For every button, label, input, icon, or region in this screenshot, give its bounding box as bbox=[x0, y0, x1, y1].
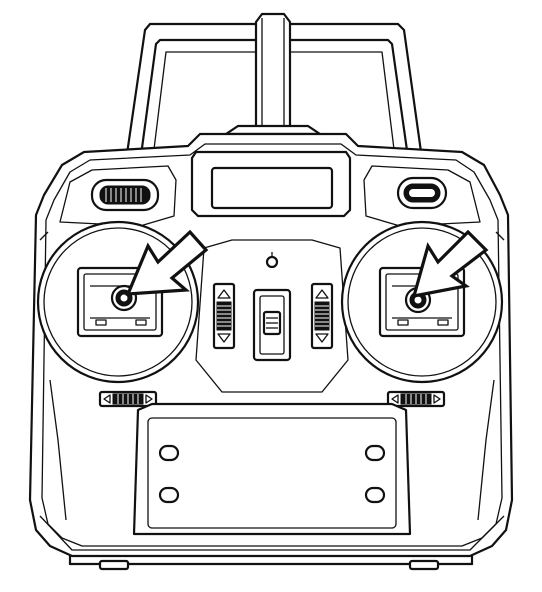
right-vertical-trim bbox=[310, 282, 334, 350]
left-vertical-trim bbox=[212, 282, 236, 350]
antenna bbox=[224, 12, 322, 136]
arrow-pointer-icon bbox=[411, 229, 489, 299]
upper-panel bbox=[59, 150, 481, 227]
right-foot bbox=[408, 559, 440, 571]
left-horizontal-trim bbox=[98, 390, 158, 408]
display-window bbox=[210, 166, 334, 210]
cover-slot-top-right bbox=[364, 444, 386, 462]
right-horizontal-trim bbox=[386, 390, 446, 408]
cover-slot-bottom-right bbox=[364, 486, 386, 504]
center-slide-switch bbox=[252, 288, 292, 362]
status-led bbox=[265, 252, 279, 269]
battery-cover bbox=[132, 402, 412, 536]
cover-slot-top-left bbox=[158, 444, 180, 462]
left-foot bbox=[98, 559, 130, 571]
top-right-button bbox=[396, 176, 448, 210]
cover-slot-bottom-left bbox=[158, 486, 180, 504]
power-switch-grille bbox=[90, 178, 160, 212]
grip-contours bbox=[39, 231, 505, 521]
arrow-pointer-icon bbox=[125, 229, 209, 296]
center-panel bbox=[195, 239, 349, 393]
